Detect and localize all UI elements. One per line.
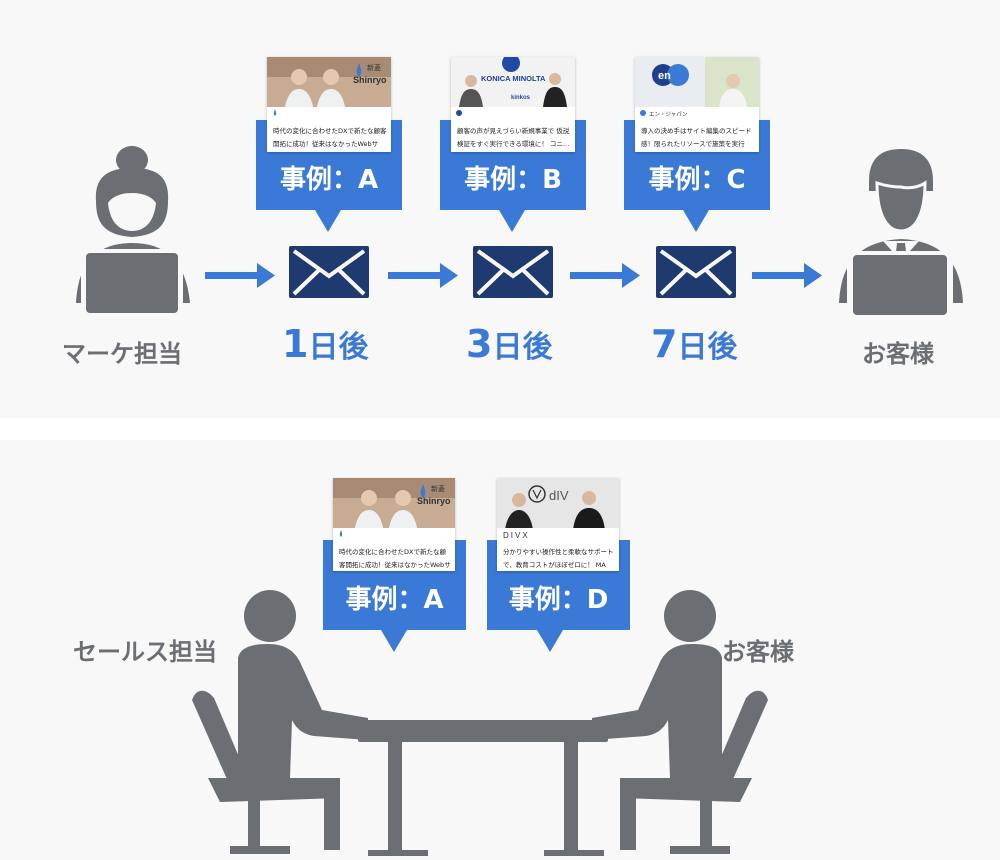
case-label: 事例：D	[508, 585, 609, 615]
day-label-3: 3日後	[466, 322, 553, 366]
case-card-a[interactable]: 新菱 Shinryo 時代の変化に合わせたDXで新たな顧客開拓に成功！従来はなか…	[267, 57, 391, 152]
brand-name: Shinryo	[353, 75, 387, 85]
case-card-text: 時代の変化に合わせたDXで新たな顧客開拓に成功！従来はなかったWebサイ…	[339, 548, 451, 569]
case-label: 事例：A	[279, 165, 379, 195]
person-man-laptop-icon	[833, 143, 968, 318]
brand-name: KONICA MINOLTA	[481, 74, 546, 83]
day-label-1: 1日後	[282, 322, 369, 366]
case-card-c[interactable]: en エン・ジャパン 導入の決め手はサイト編集のスピード感！限られたリソースで施…	[635, 57, 759, 152]
case-photo: dIV DIVX	[497, 478, 619, 541]
email-flow-panel: マーケ担当 お客様 1日後 3日後	[0, 0, 1000, 418]
brand-jp: 新菱	[431, 484, 445, 493]
case-label: 事例：B	[464, 165, 562, 195]
customer-label-top: お客様	[862, 340, 934, 368]
case-card-a-bottom[interactable]: 新菱 Shinryo 時代の変化に合わせたDXで新たな顧客開拓に成功！従来はなか…	[333, 478, 455, 571]
callout-tail	[537, 630, 563, 652]
arrow-right-icon	[570, 260, 640, 290]
arrow-right-icon	[205, 260, 275, 290]
case-photo: KONICA MINOLTA kinkos	[451, 57, 575, 120]
case-card-text: 時代の変化に合わせたDXで新たな顧客開拓に成功！従来はなかったWebサイ…	[273, 127, 387, 148]
envelope-icon	[289, 246, 369, 298]
callout-tail	[683, 210, 709, 232]
case-photo: 新菱 Shinryo	[267, 57, 391, 120]
brand-name: en	[658, 70, 671, 82]
brand-jp: 新菱	[367, 63, 381, 72]
envelope-icon	[473, 246, 553, 298]
case-card-d[interactable]: dIV DIVX 分かりやすい操作性と柔軟なサポートで、教育コストがほぼゼロに！…	[497, 478, 619, 571]
brand-sub: エン・ジャパン	[649, 111, 688, 118]
sales-label: セールス担当	[73, 638, 217, 666]
brand-name: DIVX	[503, 531, 530, 540]
callout-tail	[381, 630, 407, 652]
case-card-text: 顧客の声が見えづらい新規事業で 仮説検証をすぐ実行できる環境に！ コニ…	[457, 127, 570, 148]
case-card-b[interactable]: KONICA MINOLTA kinkos 顧客の声が見えづらい新規事業で 仮説…	[451, 57, 575, 152]
meeting-panel: セールス担当 お客様 事例：A 新菱 Shinryo 時代の変化に合わせたDXで…	[0, 440, 1000, 860]
envelope-icon	[656, 246, 736, 298]
case-label: 事例：A	[345, 585, 444, 615]
customer-label-bottom: お客様	[722, 638, 794, 666]
case-card-text: 分かりやすい操作性と柔軟なサポートで、教育コストがほぼゼロに！ MA機…	[503, 548, 614, 569]
person-woman-laptop-icon	[68, 143, 198, 318]
brand-logo: dIV	[549, 488, 569, 503]
case-photo: 新菱 Shinryo	[333, 478, 455, 541]
arrow-right-icon	[388, 260, 458, 290]
brand-name: Shinryo	[417, 496, 451, 506]
meeting-table-icon	[190, 588, 770, 858]
callout-tail	[315, 210, 341, 232]
case-card-text: 導入の決め手はサイト編集のスピード感！限られたリソースで施策を実行す…	[641, 127, 752, 148]
case-photo: en エン・ジャパン	[635, 57, 759, 120]
marketer-label: マーケ担当	[62, 340, 182, 368]
day-label-7: 7日後	[651, 322, 738, 366]
callout-tail	[499, 210, 525, 232]
brand-sub: kinkos	[511, 95, 531, 101]
arrow-right-icon	[752, 260, 822, 290]
case-label: 事例：C	[648, 165, 746, 195]
